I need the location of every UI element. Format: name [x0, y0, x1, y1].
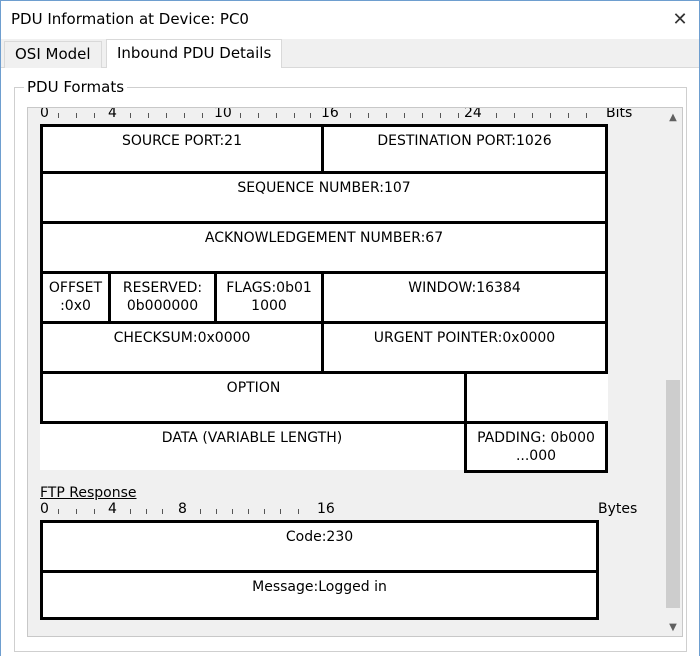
- tcp-bit-ruler: 0 4 10: [40, 108, 660, 124]
- ruler-unit: Bytes: [598, 501, 638, 517]
- window-field: WINDOW:16384: [321, 271, 608, 324]
- window-title: PDU Information at Device: PC0: [11, 10, 249, 28]
- padding-label: PADDING: 0b000: [477, 430, 595, 446]
- padding-field: PADDING: 0b000 ...000: [464, 421, 608, 473]
- vertical-scrollbar[interactable]: ▲ ▼: [664, 108, 682, 636]
- ruler-unit: Bits: [606, 108, 633, 121]
- tcp-header-grid: SOURCE PORT:21 DESTINATION PORT:1026 SEQ…: [40, 124, 608, 473]
- data-field: DATA (VARIABLE LENGTH): [40, 421, 467, 470]
- chevron-down-icon[interactable]: ▼: [669, 621, 677, 633]
- flags-field: FLAGS:0b01 1000: [214, 271, 324, 324]
- option-remainder-field: [464, 371, 608, 424]
- offset-value: :0x0: [60, 298, 91, 314]
- scrollbar-thumb[interactable]: [666, 380, 680, 608]
- ftp-byte-ruler: 0 4 8: [40, 501, 660, 520]
- sequence-number-field: SEQUENCE NUMBER:107: [40, 171, 608, 224]
- padding-value: ...000: [515, 448, 557, 464]
- ruler-label: 0: [40, 501, 49, 517]
- flags-label: FLAGS:0b01: [226, 280, 312, 296]
- option-field: OPTION: [40, 371, 467, 424]
- pdu-formats-pane[interactable]: 0 4 10: [27, 107, 683, 637]
- ftp-message-field: Message:Logged in: [40, 570, 599, 620]
- ack-number-field: ACKNOWLEDGEMENT NUMBER:67: [40, 221, 608, 274]
- tab-inbound-pdu-details[interactable]: Inbound PDU Details: [106, 39, 283, 69]
- tab-osi-model[interactable]: OSI Model: [4, 41, 102, 68]
- ruler-label: 8: [178, 501, 187, 517]
- close-icon[interactable]: ✕: [672, 8, 688, 30]
- pdu-formats-group: PDU Formats 0 4 10: [14, 78, 687, 652]
- ruler-label: 16: [317, 501, 335, 517]
- pdu-formats-legend: PDU Formats: [24, 78, 128, 96]
- ruler-label: 24: [464, 108, 482, 121]
- urgent-pointer-field: URGENT POINTER:0x0000: [321, 321, 608, 374]
- ruler-label: 0: [40, 108, 49, 121]
- ftp-response-title: FTP Response: [40, 485, 137, 501]
- pdu-scroll-area: 0 4 10: [28, 108, 664, 636]
- title-bar: PDU Information at Device: PC0 ✕: [1, 1, 699, 39]
- tab-bar: OSI Model Inbound PDU Details: [1, 39, 699, 69]
- offset-label: OFFSET: [48, 280, 103, 296]
- tab-content: PDU Formats 0 4 10: [1, 68, 699, 656]
- checksum-field: CHECKSUM:0x0000: [40, 321, 324, 374]
- ruler-label: 4: [108, 108, 117, 121]
- flags-value: 1000: [251, 298, 287, 314]
- reserved-field: RESERVED: 0b000000: [108, 271, 217, 324]
- chevron-up-icon[interactable]: ▲: [669, 111, 677, 123]
- reserved-label: RESERVED:: [122, 280, 203, 296]
- reserved-value: 0b000000: [126, 298, 199, 314]
- ruler-label: 10: [214, 108, 232, 121]
- ftp-code-field: Code:230: [40, 520, 599, 573]
- source-port-field: SOURCE PORT:21: [40, 124, 324, 174]
- destination-port-field: DESTINATION PORT:1026: [321, 124, 608, 174]
- ruler-label: 4: [108, 501, 117, 517]
- ftp-response-grid: Code:230 Message:Logged in: [40, 520, 599, 620]
- ruler-label: 16: [321, 108, 339, 121]
- offset-field: OFFSET :0x0: [40, 271, 111, 324]
